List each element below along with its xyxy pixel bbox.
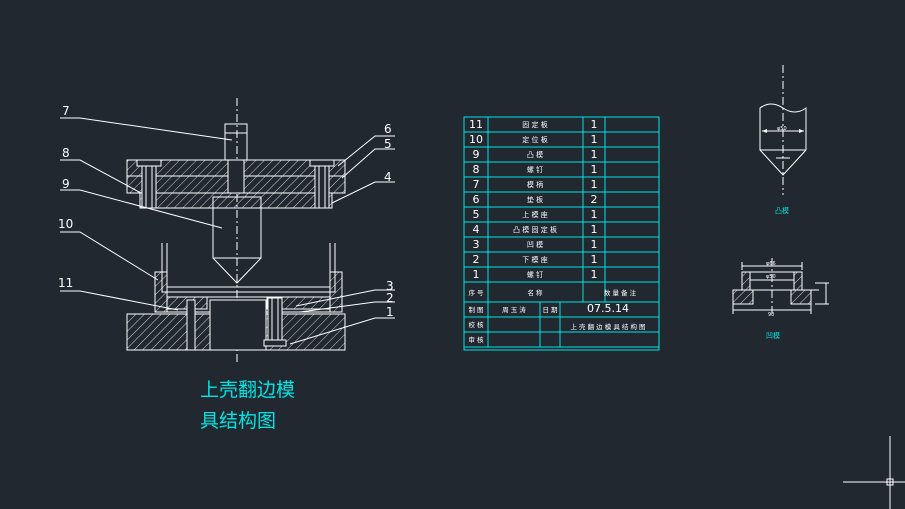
bom-row-no: 4 <box>473 223 480 236</box>
callout-8: 8 <box>62 146 70 160</box>
callout-1: 1 <box>386 305 394 319</box>
bom-header-name: 名 称 <box>527 288 543 297</box>
bom-row-no: 5 <box>473 208 480 221</box>
punch <box>212 196 262 284</box>
bom-row-qty: 1 <box>591 223 598 236</box>
bom-row-name: 垫 板 <box>527 195 543 204</box>
punch-detail: φ50 凸模 <box>759 65 807 215</box>
callout-6: 6 <box>384 122 392 136</box>
die-dim-top: φ66 <box>766 261 776 267</box>
bom-row-name: 固 定 板 <box>522 120 547 129</box>
ucs-crosshair <box>843 436 905 509</box>
bom-row-no: 6 <box>473 193 480 206</box>
bom-row-name: 螺 钉 <box>527 165 543 174</box>
drawing-title-line-2: 具结构图 <box>200 410 276 432</box>
tb-approve-label: 审 核 <box>468 335 484 344</box>
bom-row-name: 凹 模 <box>527 240 543 249</box>
tb-drawing-name: 上 壳 翻 边 模 具 结 构 图 <box>570 322 645 331</box>
callout-9: 9 <box>62 177 70 191</box>
die-dim-bottom: 90 <box>768 312 774 318</box>
bom-row-name: 凸 模 <box>527 150 543 159</box>
callout-4: 4 <box>384 170 392 184</box>
shank <box>224 123 248 161</box>
bom-row-no: 1 <box>473 268 480 281</box>
bom-row-no: 11 <box>469 118 483 131</box>
bom-row-qty: 1 <box>591 238 598 251</box>
punch-holder-plate <box>139 192 333 209</box>
bom-row-no: 7 <box>473 178 480 191</box>
bom-row-qty: 1 <box>591 253 598 266</box>
callout-numbers: 7 8 9 10 11 6 5 4 3 2 1 <box>58 104 394 319</box>
bom-row-qty: 1 <box>591 133 598 146</box>
tb-check-label: 校 核 <box>468 320 484 329</box>
bom-row-qty: 1 <box>591 148 598 161</box>
punch-detail-label: 凸模 <box>775 206 789 215</box>
assembly-drawing <box>126 98 346 362</box>
punch-dim-width: φ50 <box>777 126 787 132</box>
bom-row-no: 2 <box>473 253 480 266</box>
bom-row-qty: 1 <box>591 163 598 176</box>
drawing-title-line-1: 上壳翻边模 <box>200 379 295 401</box>
tb-date-value: 07.5.14 <box>587 302 629 315</box>
bom-row-no: 10 <box>469 133 483 146</box>
die-detail-label: 凹模 <box>766 331 780 340</box>
tb-drawn-name: 周 玉 涛 <box>502 305 526 314</box>
callout-7: 7 <box>62 104 70 118</box>
bom-row-name: 定 位 板 <box>522 135 547 144</box>
bom-row-name: 螺 钉 <box>527 270 543 279</box>
bom-row-no: 9 <box>473 148 480 161</box>
bom-row-no: 3 <box>473 238 480 251</box>
callout-5: 5 <box>384 137 392 151</box>
callout-3: 3 <box>386 279 394 293</box>
callout-2: 2 <box>386 291 394 305</box>
bom-row-qty: 1 <box>591 268 598 281</box>
tb-drawn-label: 制 图 <box>468 305 483 314</box>
callout-11: 11 <box>58 276 73 290</box>
bom-row-name: 下 模 座 <box>522 255 547 264</box>
bom-row-qty: 1 <box>591 208 598 221</box>
bom-row-no: 8 <box>473 163 480 176</box>
die-detail: φ66 φ50 90 凹模 <box>732 258 829 340</box>
bom-row-qty: 1 <box>591 118 598 131</box>
locating-plate <box>161 243 336 293</box>
bom-row-qty: 2 <box>591 193 598 206</box>
bom-row-name: 凸 模 固 定 板 <box>513 225 557 234</box>
bom-row-name: 上 模 座 <box>522 210 547 219</box>
bom-header-qty-note: 数 量 备 注 <box>604 288 637 297</box>
bom-header-no: 序 号 <box>468 288 484 297</box>
bom-row-name: 模 柄 <box>527 180 543 189</box>
tb-date-label: 日 期 <box>542 306 558 314</box>
die-dim-inner: φ50 <box>766 274 776 280</box>
bom-row-qty: 1 <box>591 178 598 191</box>
callout-10: 10 <box>58 217 73 231</box>
callout-leaders <box>60 117 395 345</box>
